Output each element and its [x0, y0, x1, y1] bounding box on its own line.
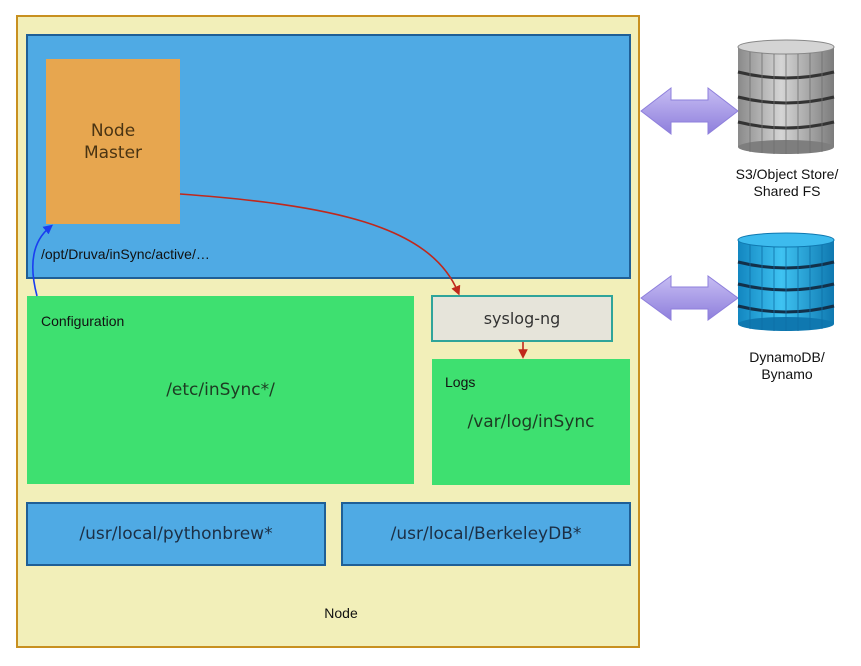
node-master-label-line1: Node [90, 120, 136, 141]
s3-store-label-line1: S3/Object Store/ [735, 166, 839, 182]
s3-store-label: S3/Object Store/ Shared FS [722, 166, 852, 200]
dynamodb-label-line2: Bynamo [761, 366, 813, 382]
dynamodb-label-line1: DynamoDB/ [749, 349, 825, 365]
dynamodb-link-arrow [640, 275, 739, 321]
configuration-box [27, 296, 414, 484]
syslog-ng-box: syslog-ng [431, 295, 613, 342]
node-label: Node [324, 605, 358, 621]
pythonbrew-box: /usr/local/pythonbrew* [26, 502, 326, 566]
config-to-master-arrow [32, 224, 53, 297]
s3-store-label-line2: Shared FS [753, 183, 821, 199]
dynamodb-label: DynamoDB/ Bynamo [722, 349, 852, 383]
node-master-label-line2: Master [83, 142, 143, 163]
logs-box [432, 359, 630, 485]
database-icon-blue [737, 232, 835, 331]
berkeleydb-path: /usr/local/BerkeleyDB* [390, 524, 582, 544]
s3-link-arrow [640, 86, 739, 136]
configuration-title: Configuration [41, 313, 125, 329]
syslog-ng-label: syslog-ng [483, 309, 561, 328]
pythonbrew-path: /usr/local/pythonbrew* [79, 524, 273, 544]
berkeleydb-box: /usr/local/BerkeleyDB* [341, 502, 631, 566]
logs-path: /var/log/inSync [467, 412, 595, 432]
logs-title: Logs [445, 374, 476, 390]
database-icon-gray [737, 39, 835, 154]
active-path-label: /opt/Druva/inSync/active/… [41, 246, 210, 262]
node-master-box: Node Master [46, 59, 180, 224]
configuration-path: /etc/inSync*/ [166, 380, 275, 400]
master-to-syslog-arrow [179, 193, 461, 296]
